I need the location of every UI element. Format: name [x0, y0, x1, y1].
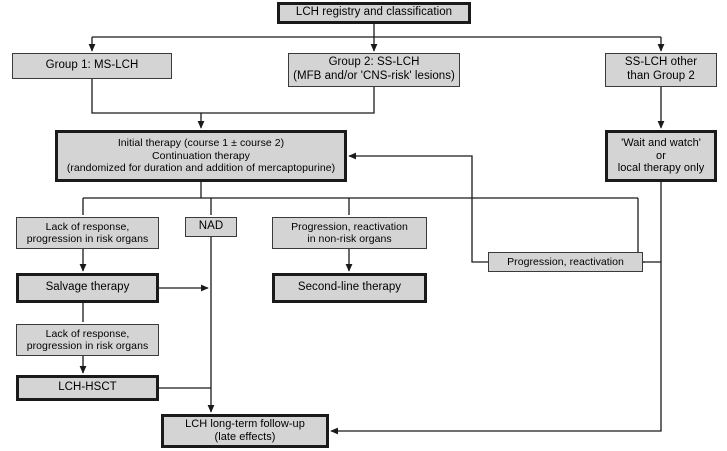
node-initial-therapy-line-1: Continuation therapy — [152, 149, 250, 162]
node-lack-response-1-line-1: progression in risk organs — [26, 233, 149, 245]
node-wait-and-watch-line-1: or — [656, 149, 666, 162]
node-wait-and-watch-line-2: local therapy only — [617, 162, 705, 175]
node-nad[interactable]: NAD — [185, 217, 237, 237]
node-followup-label: LCH long-term follow-up(late effects) — [164, 418, 326, 444]
node-lack-response-2-label: Lack of response,progression in risk org… — [17, 328, 158, 353]
node-sslch-other-line-1: than Group 2 — [627, 70, 695, 82]
node-lch-hsct-line-0: LCH-HSCT — [58, 381, 117, 394]
node-group2[interactable]: Group 2: SS-LCH(MFB and/or 'CNS-risk' le… — [288, 53, 460, 87]
connector-group1-to-initial — [91, 79, 205, 129]
node-group2-line-1: (MFB and/or 'CNS-risk' lesions) — [293, 70, 455, 82]
node-registry-label: LCH registry and classification — [280, 6, 468, 20]
node-salvage-therapy[interactable]: Salvage therapy — [16, 273, 159, 303]
node-lack-response-2-line-1: progression in risk organs — [26, 340, 149, 352]
node-second-line-therapy-label: Second-line therapy — [275, 281, 424, 295]
node-nad-line-0: NAD — [198, 220, 224, 233]
node-followup[interactable]: LCH long-term follow-up(late effects) — [161, 414, 329, 448]
node-lack-response-2-line-0: Lack of response, — [45, 327, 130, 340]
node-group2-line-0: Group 2: SS-LCH — [328, 56, 420, 69]
node-second-line-therapy-line-0: Second-line therapy — [297, 281, 402, 294]
node-sslch-other-line-0: SS-LCH other — [624, 56, 698, 69]
node-initial-therapy[interactable]: Initial therapy (course 1 ± course 2)Con… — [55, 130, 347, 182]
node-progression-reactivation[interactable]: Progression, reactivation — [488, 252, 643, 272]
node-initial-therapy-label: Initial therapy (course 1 ± course 2)Con… — [58, 137, 344, 174]
node-initial-therapy-line-0: Initial therapy (course 1 ± course 2) — [117, 137, 285, 150]
node-second-line-therapy[interactable]: Second-line therapy — [272, 273, 427, 303]
connector-group2-to-initial — [201, 87, 375, 114]
node-nad-label: NAD — [186, 220, 236, 234]
node-registry-line-0: LCH registry and classification — [295, 6, 453, 19]
node-wait-and-watch-line-0: 'Wait and watch' — [621, 136, 701, 149]
node-progression-nonrisk-line-1: in non-risk organs — [307, 233, 392, 245]
node-salvage-therapy-label: Salvage therapy — [19, 281, 156, 295]
node-lch-hsct-label: LCH-HSCT — [19, 381, 156, 395]
node-group1-line-0: Group 1: MS-LCH — [45, 59, 139, 72]
node-initial-therapy-line-2: (randomized for duration and addition of… — [66, 162, 336, 175]
node-progression-reactivation-label: Progression, reactivation — [489, 256, 642, 268]
node-salvage-therapy-line-0: Salvage therapy — [45, 281, 130, 294]
node-followup-line-0: LCH long-term follow-up — [185, 418, 305, 431]
node-lch-hsct[interactable]: LCH-HSCT — [16, 375, 159, 401]
node-group1-label: Group 1: MS-LCH — [13, 59, 171, 73]
node-followup-line-1: (late effects) — [214, 431, 276, 443]
node-group1[interactable]: Group 1: MS-LCH — [12, 53, 172, 79]
node-progression-reactivation-line-0: Progression, reactivation — [507, 255, 624, 268]
node-lack-response-2[interactable]: Lack of response,progression in risk org… — [16, 324, 159, 356]
node-progression-nonrisk-line-0: Progression, reactivation — [291, 220, 408, 233]
node-lack-response-1-line-0: Lack of response, — [45, 220, 130, 233]
node-registry[interactable]: LCH registry and classification — [277, 2, 471, 24]
node-group2-label: Group 2: SS-LCH(MFB and/or 'CNS-risk' le… — [289, 56, 459, 83]
node-lack-response-1-label: Lack of response,progression in risk org… — [17, 221, 158, 246]
node-lack-response-1[interactable]: Lack of response,progression in risk org… — [16, 217, 159, 249]
